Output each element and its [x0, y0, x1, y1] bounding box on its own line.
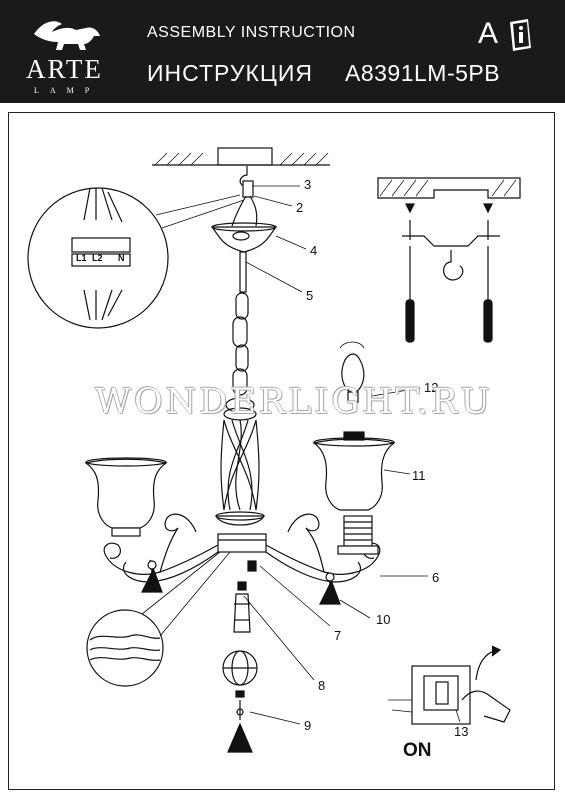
diagram-frame: [8, 112, 555, 790]
header-bar: ARTE LAMP ASSEMBLY INSTRUCTION ИНСТРУКЦИ…: [0, 0, 565, 103]
watermark: WONDERLIGHT.RU: [95, 382, 493, 422]
part-label: 9: [304, 718, 312, 733]
info-booklet-icon: [510, 19, 531, 51]
terminal-label-l2: L2: [92, 253, 103, 263]
terminal-label-l1: L1: [76, 253, 87, 263]
part-label: 12: [424, 380, 439, 395]
part-label: 7: [334, 628, 342, 643]
part-label: 6: [432, 570, 440, 585]
terminal-label-n: N: [118, 253, 125, 263]
part-label: 10: [376, 612, 391, 627]
part-label: 8: [318, 678, 326, 693]
part-label: 3: [304, 177, 312, 192]
part-label: 13: [454, 724, 469, 739]
part-label: 11: [412, 468, 426, 483]
part-label: 4: [310, 243, 318, 258]
title-english: ASSEMBLY INSTRUCTION: [147, 24, 356, 41]
brand-subtitle: LAMP: [34, 86, 101, 95]
title-russian: ИНСТРУКЦИЯ: [147, 60, 314, 86]
switch-on-label: ON: [403, 740, 432, 761]
brand-name: ARTE: [26, 54, 103, 84]
language-letter: A: [478, 17, 499, 50]
part-label: 5: [306, 288, 314, 303]
winged-lion-logo-icon: [34, 21, 100, 50]
model-number: A8391LM-5PB: [345, 60, 501, 86]
part-label: 2: [296, 200, 304, 215]
